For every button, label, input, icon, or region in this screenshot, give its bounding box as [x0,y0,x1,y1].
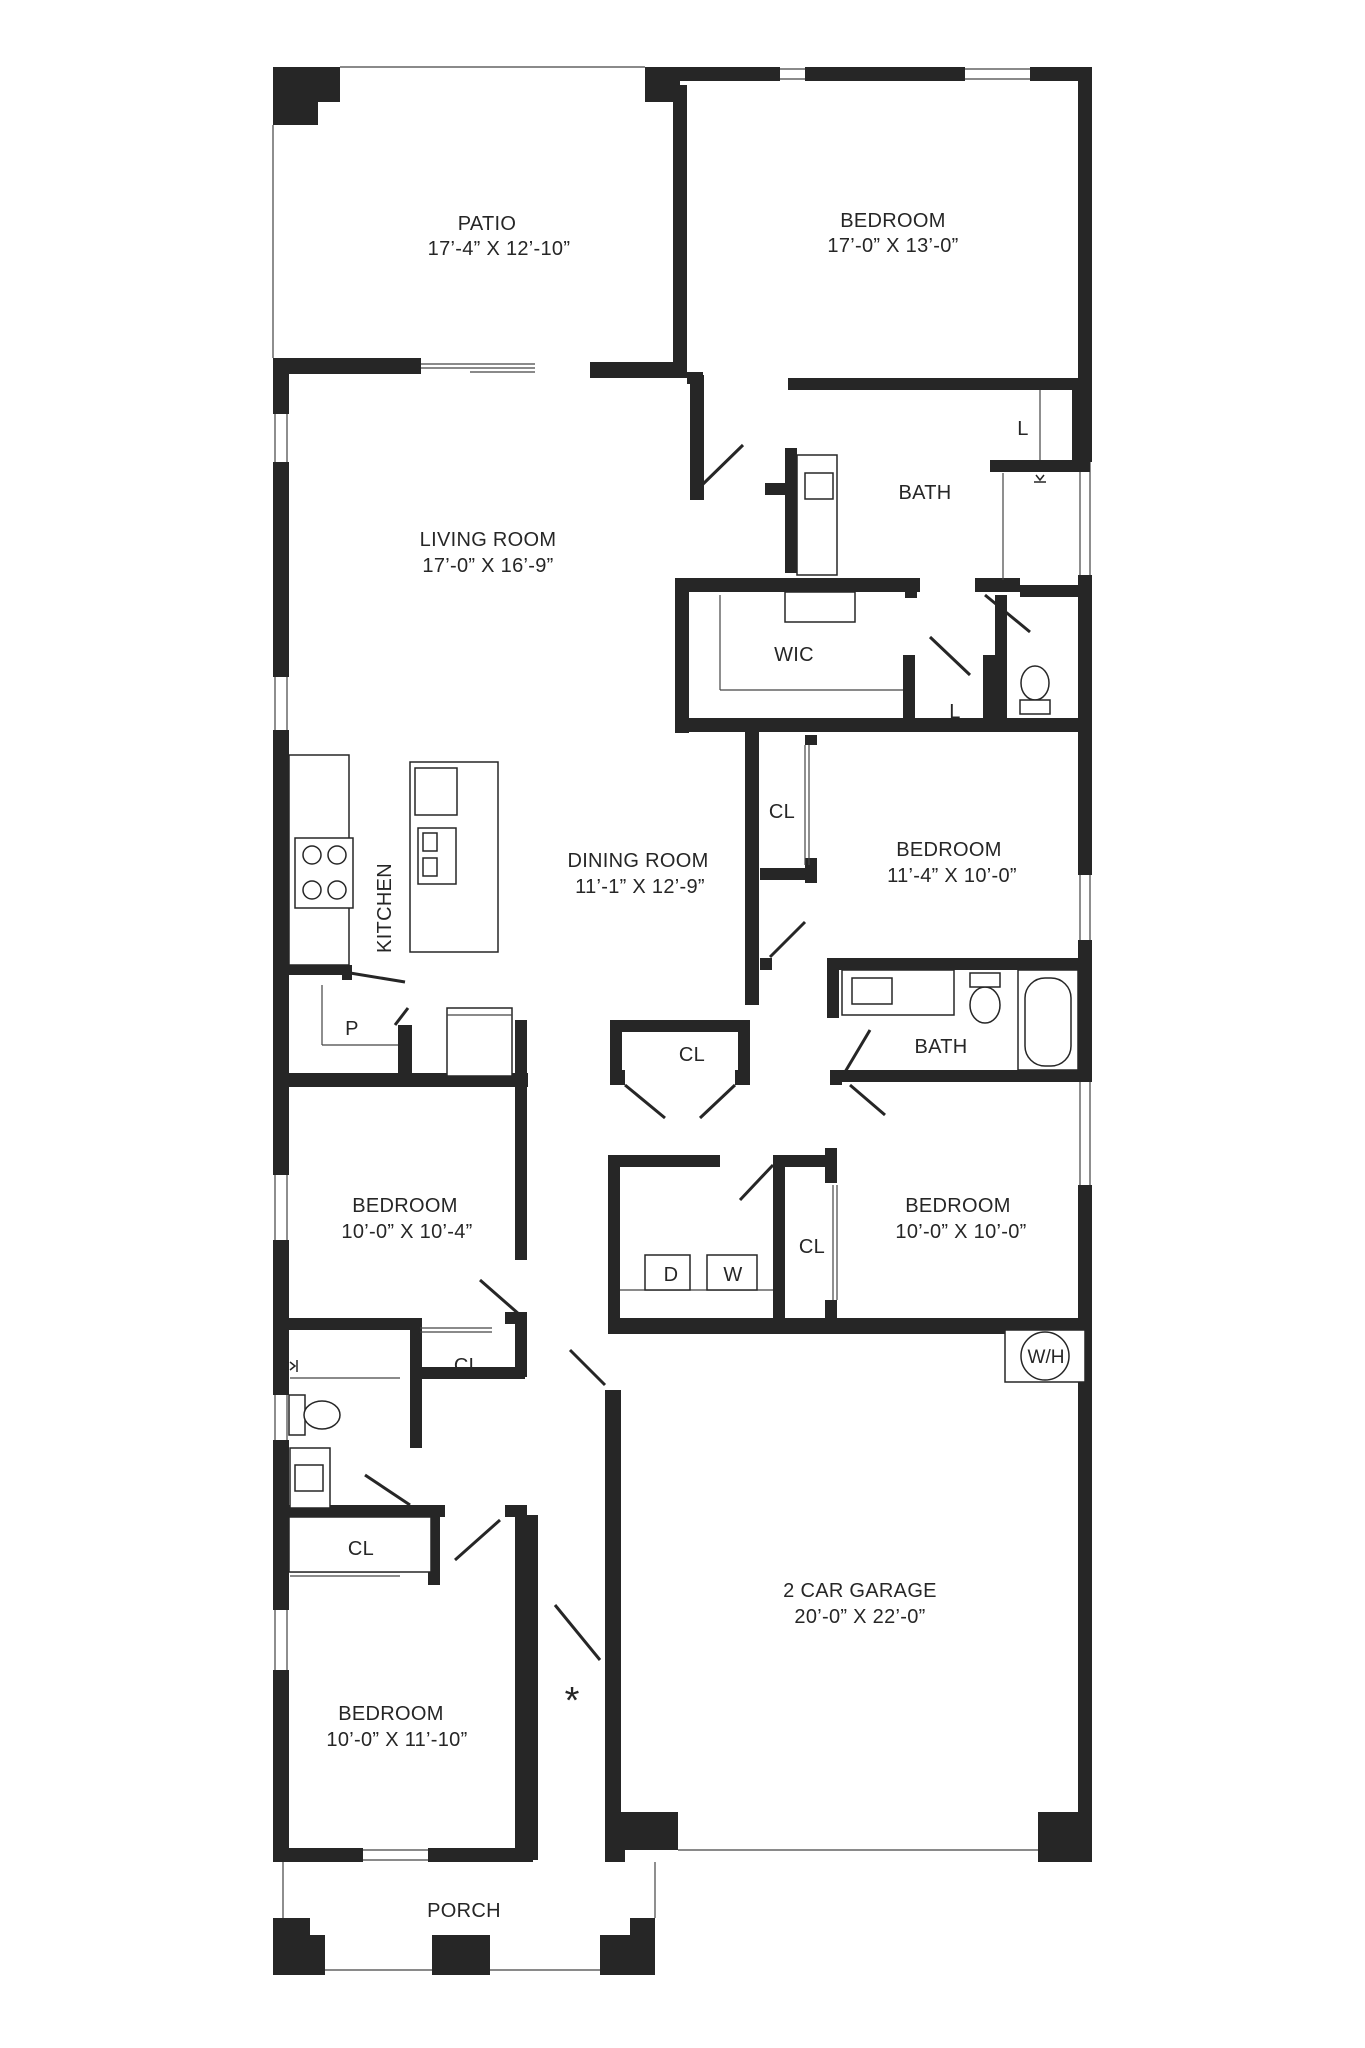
fixtures [288,454,1086,1573]
interior-walls [273,378,1092,1855]
bedroom-4-label: BEDROOM [905,1195,1010,1217]
garage-size: 20’-0” X 22’-0” [794,1606,925,1628]
bedroom-2-size: 11’-4” X 10’-0” [887,865,1017,887]
bedroom-4-closet-label: CL [799,1236,825,1258]
exterior-walls [272,66,1092,1975]
bedroom-5-size: 10’-0” X 11’-10” [326,1729,467,1751]
bedroom-2-closet-label: CL [769,801,795,823]
master-bath-label: BATH [898,482,951,504]
bedroom-3-size: 10’-0” X 10’-4” [341,1221,472,1243]
patio-label: PATIO [458,213,517,235]
dining-room-label: DINING ROOM [567,850,708,872]
living-room-label: LIVING ROOM [420,529,557,551]
bedroom-3-closet-label: CL [454,1355,480,1377]
pantry-label: P [345,1018,359,1040]
bedroom-5-closet-label: CL [348,1538,374,1560]
room-labels: PATIO 17’-4” X 12’-10” BEDROOM 17’-0” X … [326,210,1064,1922]
garage-label: 2 CAR GARAGE [783,1580,937,1602]
kitchen-label: KITCHEN [374,863,396,953]
bedroom-4-size: 10’-0” X 10’-0” [895,1221,1026,1243]
living-room-size: 17’-0” X 16’-9” [422,555,553,577]
bedroom-3-label: BEDROOM [352,1195,457,1217]
dryer-label: D [664,1264,679,1286]
hall-bath-label: BATH [914,1036,967,1058]
wic-linen-label: L [949,701,960,723]
master-linen-label: L [1017,418,1028,440]
hall-closet-label: CL [679,1044,705,1066]
patio-size: 17’-4” X 12’-10” [428,238,571,260]
bedroom-5-label: BEDROOM [338,1703,443,1725]
dining-room-size: 11’-1” X 12’-9” [575,876,705,898]
water-heater-label: W/H [1028,1347,1065,1368]
washer-label: W [723,1264,742,1286]
bedroom-2-label: BEDROOM [896,839,1001,861]
master-bedroom-size: 17’-0” X 13’-0” [827,235,958,257]
doors [349,443,1031,1661]
wic-label: WIC [774,644,814,666]
porch-label: PORCH [427,1900,501,1922]
master-bedroom-label: BEDROOM [840,210,945,232]
entry-marker: * [565,1680,580,1722]
